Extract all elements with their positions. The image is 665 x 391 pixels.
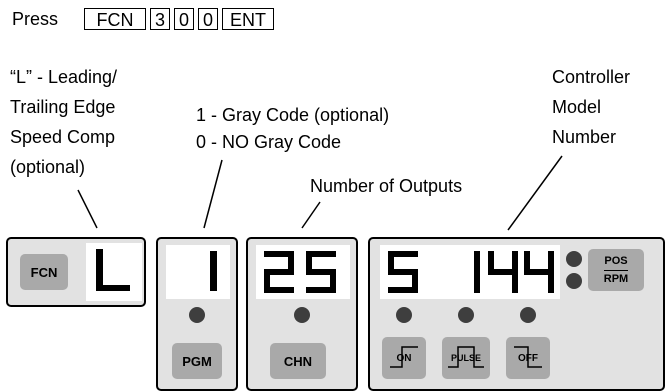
on-waveform-icon [390,346,418,368]
outputs-label: Number of Outputs [310,176,463,196]
key-3: 3 [150,8,170,30]
fcn-display [86,243,142,301]
press-label: Press [12,9,59,29]
key-ent: ENT [222,8,274,30]
pos-rpm-button[interactable]: POS RPM [588,249,644,291]
pgm-led [189,307,205,323]
chn-display-digits [264,251,336,293]
leading-label-line4: (optional) [10,157,86,177]
key-0-first: 0 [174,8,194,30]
fcn-display-digit [96,249,130,291]
rpm-led [566,273,582,289]
pulse-label: PULSE [450,353,481,363]
chn-display [256,245,350,299]
leading-label-line3: Speed Comp [10,127,116,147]
model-label-line2: Model [552,97,602,117]
off-led [520,307,536,323]
main-display-digits [388,251,554,293]
main-panel: POS RPM ON PULSE OFF [368,237,665,391]
pgm-panel: PGM [156,237,238,391]
pgm-display-digit [210,251,217,291]
chn-panel: CHN [246,237,358,391]
pos-led [566,251,582,267]
leading-label-line1: “L” - Leading/ [10,67,118,87]
leader-line-outputs [301,201,321,229]
gray-code-label-line2: 0 - NO Gray Code [196,132,342,152]
leading-label-line2: Trailing Edge [10,97,116,117]
key-0-second: 0 [198,8,218,30]
pulse-waveform-icon [448,346,484,368]
fcn-panel: FCN [6,237,146,307]
on-led [396,307,412,323]
on-button[interactable]: ON [382,337,426,379]
pulse-button[interactable]: PULSE [442,337,490,379]
pulse-led [458,307,474,323]
off-waveform-icon [514,346,542,368]
gray-code-label-line1: 1 - Gray Code (optional) [196,105,390,125]
key-fcn: FCN [84,8,146,30]
pgm-button[interactable]: PGM [172,343,222,379]
fcn-button[interactable]: FCN [20,254,68,290]
on-label: ON [396,352,412,364]
rpm-label: RPM [603,272,629,285]
chn-button[interactable]: CHN [270,343,326,379]
leader-line-model [507,155,563,231]
leader-line-gray [203,159,223,229]
off-button[interactable]: OFF [506,337,550,379]
model-label-line1: Controller [552,67,631,87]
pgm-display [166,245,230,299]
model-label-line3: Number [552,127,617,147]
main-display [380,245,560,299]
leader-line-leading [77,189,98,229]
chn-led [294,307,310,323]
pos-label: POS [604,255,628,271]
off-label: OFF [518,352,538,364]
